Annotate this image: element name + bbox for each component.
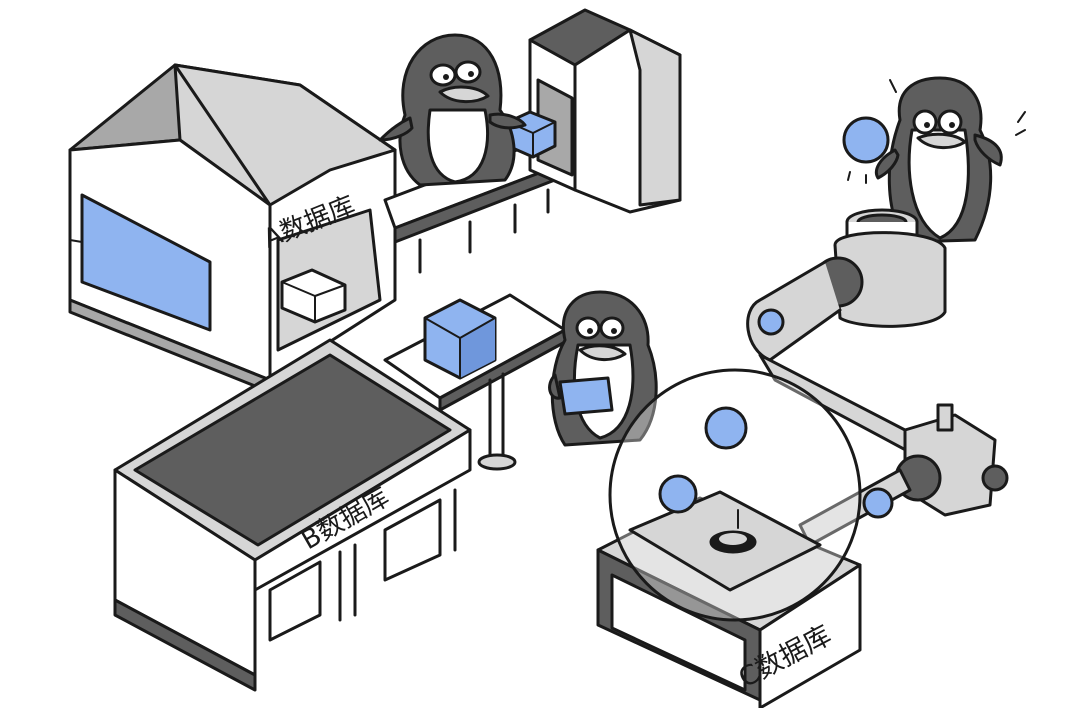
warehouse-c: C数据库 (596, 368, 862, 708)
robot-arm (746, 208, 1009, 547)
penguin-middle (548, 290, 658, 447)
penguin-top (378, 33, 527, 187)
warehouse-b: B数据库 (113, 338, 472, 692)
warehouse-a: A数据库 (68, 63, 397, 394)
data-cube-large (423, 298, 497, 380)
data-ball-1 (704, 406, 748, 450)
penguin-right (874, 76, 1026, 244)
data-ball-flying (842, 116, 890, 164)
data-ball-2 (658, 474, 698, 514)
